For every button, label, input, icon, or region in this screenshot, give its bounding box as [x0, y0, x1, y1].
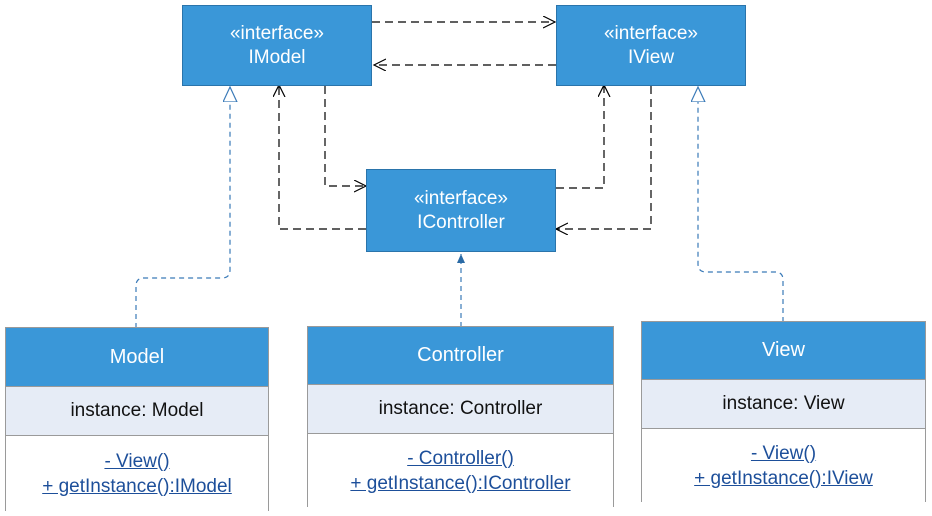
- iview-name: IView: [627, 46, 675, 68]
- imodel-interface-box[interactable]: «interface» IModel: [182, 5, 372, 86]
- controller-class-operations: - Controller() + getInstance():IControll…: [308, 434, 613, 507]
- icontroller-interface-box[interactable]: «interface» IController: [366, 169, 556, 252]
- model-operation[interactable]: + getInstance():IModel: [42, 475, 232, 497]
- imodel-name: IModel: [248, 46, 306, 68]
- view-class-operations: - View() + getInstance():IView: [642, 429, 925, 502]
- controller-operation[interactable]: + getInstance():IController: [350, 472, 571, 494]
- dependency-icontroller-to-iview: [556, 85, 604, 189]
- view-class-name: View: [642, 322, 925, 380]
- view-operation[interactable]: - View(): [750, 442, 817, 464]
- realization-view-to-iview: [698, 87, 784, 322]
- model-class-operations: - View() + getInstance():IModel: [6, 436, 268, 511]
- controller-operation[interactable]: - Controller(): [407, 447, 514, 469]
- model-class-box[interactable]: Model instance: Model - View() + getInst…: [5, 327, 269, 511]
- dependency-iview-to-icontroller: [556, 86, 652, 229]
- iview-stereotype: «interface»: [603, 22, 698, 44]
- view-operation[interactable]: + getInstance():IView: [694, 467, 873, 489]
- imodel-stereotype: «interface»: [229, 22, 324, 44]
- model-class-attribute: instance: Model: [6, 387, 268, 436]
- view-class-attribute: instance: View: [642, 380, 925, 429]
- model-class-name: Model: [6, 328, 268, 387]
- controller-class-box[interactable]: Controller instance: Controller - Contro…: [307, 326, 614, 507]
- model-operation[interactable]: - View(): [104, 450, 170, 472]
- dependency-icontroller-to-imodel: [279, 85, 366, 230]
- dependency-imodel-to-icontroller: [324, 86, 366, 186]
- realization-model-to-imodel: [135, 87, 230, 328]
- iview-interface-box[interactable]: «interface» IView: [556, 5, 746, 86]
- view-class-box[interactable]: View instance: View - View() + getInstan…: [641, 321, 926, 502]
- icontroller-stereotype: «interface»: [413, 187, 508, 209]
- controller-class-attribute: instance: Controller: [308, 385, 613, 434]
- controller-class-name: Controller: [308, 327, 613, 385]
- icontroller-name: IController: [417, 211, 505, 233]
